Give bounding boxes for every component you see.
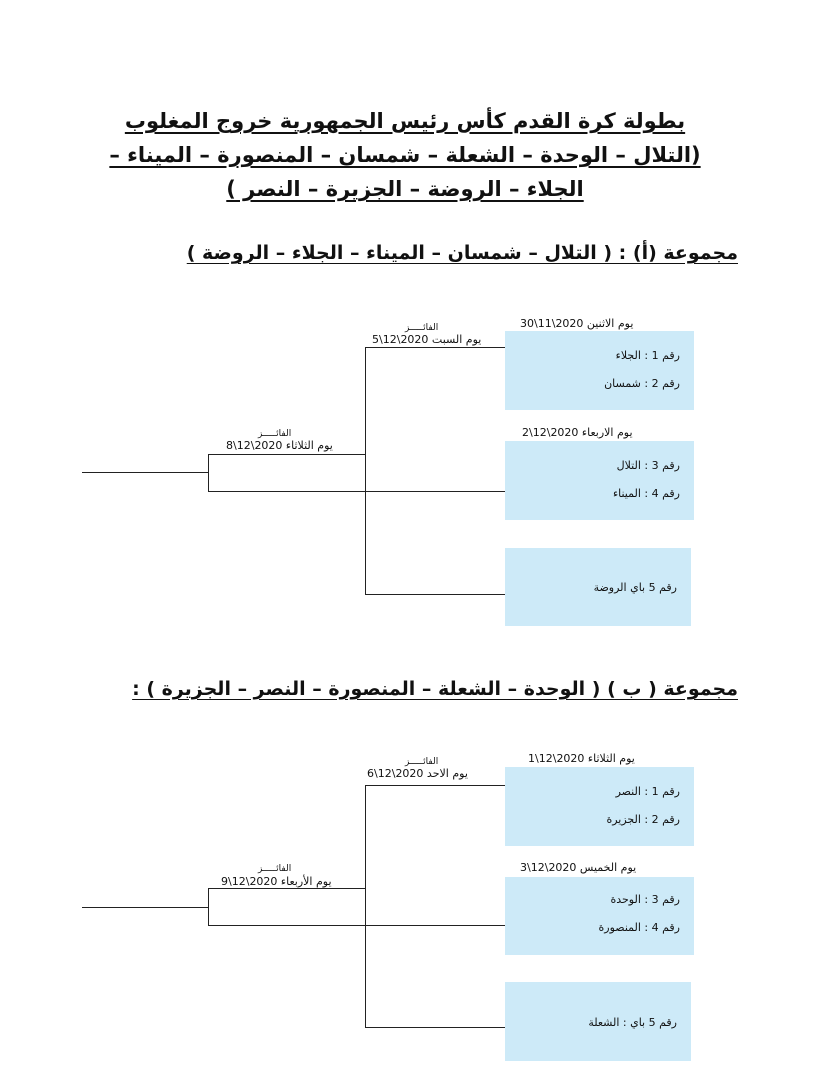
group-a-match2-date: يوم الاربعاء 2020\12\2 <box>522 426 633 439</box>
group-a-heading: مجموعة (أ) : ( التلال – شمسان – الميناء … <box>186 242 738 264</box>
group-b-final-winner: الفائـــــز <box>258 864 292 874</box>
page-title: بطولة كرة القدم كأس رئيس الجمهورية خروج … <box>70 104 740 206</box>
group-b-semi-date: يوم الاحد 2020\12\6 <box>367 767 468 780</box>
group-a-line-final-top <box>208 454 365 455</box>
title-line-1: بطولة كرة القدم كأس رئيس الجمهورية خروج … <box>124 109 686 133</box>
group-b-line-semi-vertical <box>365 785 366 1028</box>
title-line-3: الجلاء – الروضة – الجزيرة – النصر ) <box>226 177 584 201</box>
group-b-final-date: يوم الأربعاء 2020\12\9 <box>221 875 332 888</box>
group-b-line-final-bottom <box>208 925 505 926</box>
group-a-final-date: يوم الثلاثاء 2020\12\8 <box>226 439 333 452</box>
group-a-match2-slot1: رقم 3 : التلال <box>616 459 680 472</box>
group-a-match1-slot1: رقم 1 : الجلاء <box>615 349 680 362</box>
group-a-match1-box: رقم 1 : الجلاء رقم 2 : شمسان <box>505 331 694 410</box>
group-b-line-champion <box>82 907 208 908</box>
group-b-heading: مجموعة ( ب ) ( الوحدة – الشعلة – المنصور… <box>132 678 738 700</box>
title-line-2: (التلال – الوحدة – الشعلة – شمسان – المن… <box>109 143 701 167</box>
group-b-match2-date: يوم الخميس 2020\12\3 <box>520 861 637 874</box>
group-a-line-semi-top <box>365 347 505 348</box>
group-b-match2-slot1: رقم 3 : الوحدة <box>610 893 680 906</box>
group-a-match2-box: رقم 3 : التلال رقم 4 : الميناء <box>505 441 694 520</box>
group-a-match1-slot2: رقم 2 : شمسان <box>604 377 680 390</box>
group-a-semi-winner: الفائـــــز <box>405 323 439 333</box>
group-a-line-bye <box>365 594 505 595</box>
group-a-bye-label: رقم 5 باي الروضة <box>593 581 677 594</box>
group-b-match1-date: يوم الثلاثاء 2020\12\1 <box>528 752 635 765</box>
group-a-semi-date: يوم السبت 2020\12\5 <box>372 333 482 346</box>
group-a-line-final-vertical <box>208 454 209 492</box>
group-a-line-final-bottom <box>208 491 505 492</box>
group-b-line-final-top <box>208 888 365 889</box>
group-a-final-winner: الفائـــــز <box>258 429 292 439</box>
group-b-semi-winner: الفائـــــز <box>405 757 439 767</box>
group-a-match1-date: يوم الاثنين 2020\11\30 <box>520 317 634 330</box>
group-b-line-semi-top <box>365 785 505 786</box>
group-b-bye-label: رقم 5 باي : الشعلة <box>588 1016 677 1029</box>
group-b-match1-slot2: رقم 2 : الجزيرة <box>606 813 680 826</box>
group-b-bye-box: رقم 5 باي : الشعلة <box>505 982 691 1061</box>
group-b-match1-box: رقم 1 : النصر رقم 2 : الجزيرة <box>505 767 694 846</box>
group-b-match1-slot1: رقم 1 : النصر <box>615 785 680 798</box>
group-a-bye-box: رقم 5 باي الروضة <box>505 548 691 626</box>
group-b-match2-slot2: رقم 4 : المنصورة <box>598 921 680 934</box>
group-b-match2-box: رقم 3 : الوحدة رقم 4 : المنصورة <box>505 877 694 955</box>
group-b-line-final-vertical <box>208 888 209 926</box>
group-a-line-champion <box>82 472 208 473</box>
group-b-line-bye <box>365 1027 505 1028</box>
group-a-line-semi-vertical <box>365 347 366 594</box>
group-a-match2-slot2: رقم 4 : الميناء <box>612 487 680 500</box>
